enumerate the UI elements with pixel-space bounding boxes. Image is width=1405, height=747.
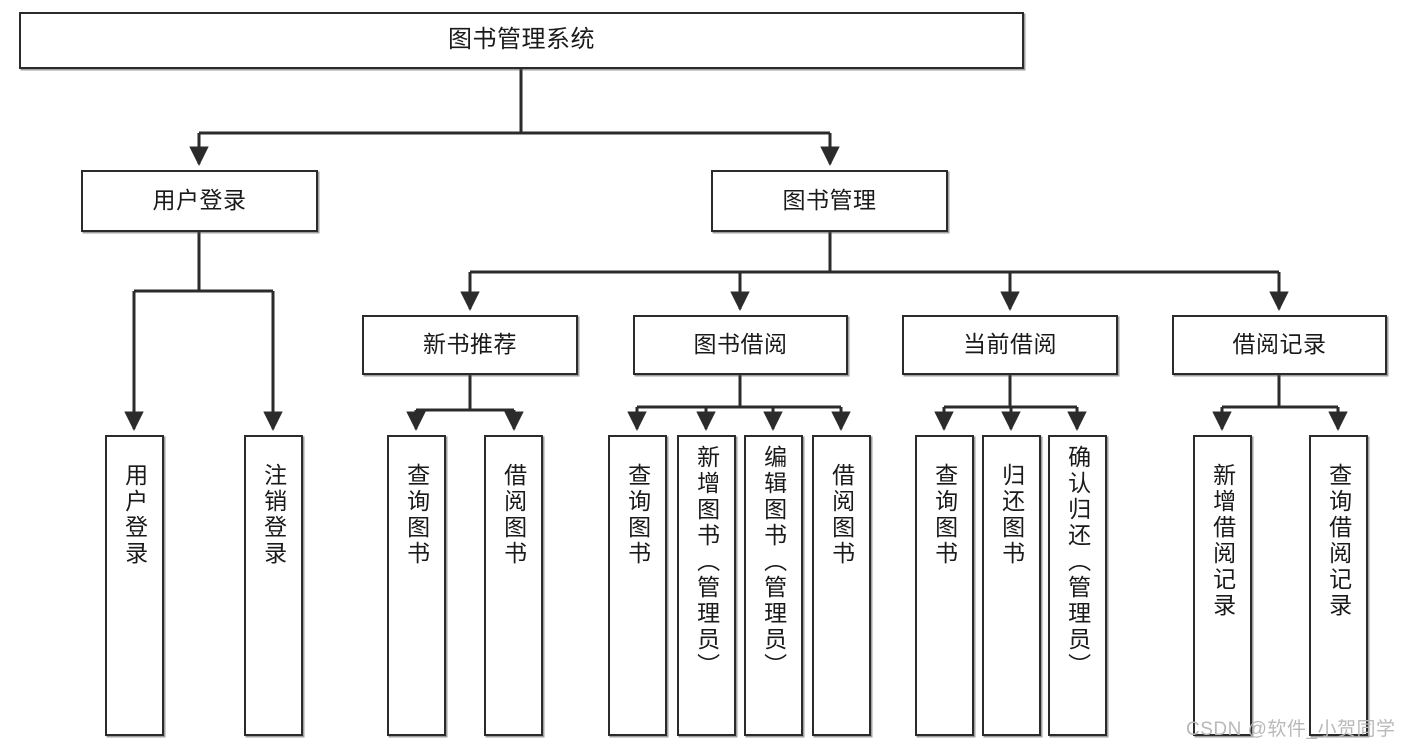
node-leaf-query-book-current[interactable]: 查询图书 <box>915 435 974 736</box>
node-leaf-add-borrow-record[interactable]: 新增借阅记录 <box>1193 435 1252 736</box>
node-label: 确认归还（管理员） <box>1064 445 1091 679</box>
node-label: 查询图书 <box>403 463 430 567</box>
node-book-management[interactable]: 图书管理 <box>711 170 948 232</box>
node-leaf-borrow-book-newbook[interactable]: 借阅图书 <box>484 435 543 736</box>
node-new-book-recommendation[interactable]: 新书推荐 <box>362 315 578 375</box>
node-label: 编辑图书（管理员） <box>760 445 787 679</box>
node-leaf-borrow-book[interactable]: 借阅图书 <box>812 435 871 736</box>
node-label: 归还图书 <box>998 463 1025 567</box>
node-borrowing-record[interactable]: 借阅记录 <box>1172 315 1387 375</box>
node-book-borrowing[interactable]: 图书借阅 <box>633 315 848 375</box>
node-leaf-logout[interactable]: 注销登录 <box>244 435 303 736</box>
node-leaf-return-book[interactable]: 归还图书 <box>982 435 1041 736</box>
node-label: 用户登录 <box>121 463 148 567</box>
node-label: 新增图书（管理员） <box>693 445 720 679</box>
node-label: 查询图书 <box>624 463 651 567</box>
node-label: 当前借阅 <box>963 331 1057 358</box>
node-leaf-query-book-newbook[interactable]: 查询图书 <box>387 435 446 736</box>
node-leaf-user-login[interactable]: 用户登录 <box>105 435 164 736</box>
node-leaf-edit-book-admin[interactable]: 编辑图书（管理员） <box>744 435 803 736</box>
node-leaf-confirm-return-admin[interactable]: 确认归还（管理员） <box>1048 435 1107 736</box>
node-label: 注销登录 <box>260 463 287 567</box>
node-current-borrowing[interactable]: 当前借阅 <box>902 315 1118 375</box>
node-label: 用户登录 <box>152 187 247 214</box>
node-leaf-query-borrow-record[interactable]: 查询借阅记录 <box>1309 435 1368 736</box>
node-leaf-query-book-borrow[interactable]: 查询图书 <box>608 435 667 736</box>
csdn-watermark: CSDN @软件_小贺同学 <box>1186 719 1396 740</box>
node-label: 借阅图书 <box>500 463 527 567</box>
node-label: 查询借阅记录 <box>1325 463 1352 619</box>
node-label: 新书推荐 <box>423 331 517 358</box>
node-label: 新增借阅记录 <box>1209 463 1236 619</box>
node-label: 图书借阅 <box>693 331 788 358</box>
node-label: 图书管理 <box>782 187 877 214</box>
node-label: 查询图书 <box>931 463 958 567</box>
node-leaf-add-book-admin[interactable]: 新增图书（管理员） <box>677 435 736 736</box>
node-root-book-management-system[interactable]: 图书管理系统 <box>19 12 1024 69</box>
node-label: 借阅图书 <box>828 463 855 567</box>
node-label: 借阅记录 <box>1232 331 1327 358</box>
node-user-login[interactable]: 用户登录 <box>81 170 318 232</box>
node-label: 图书管理系统 <box>448 26 595 54</box>
